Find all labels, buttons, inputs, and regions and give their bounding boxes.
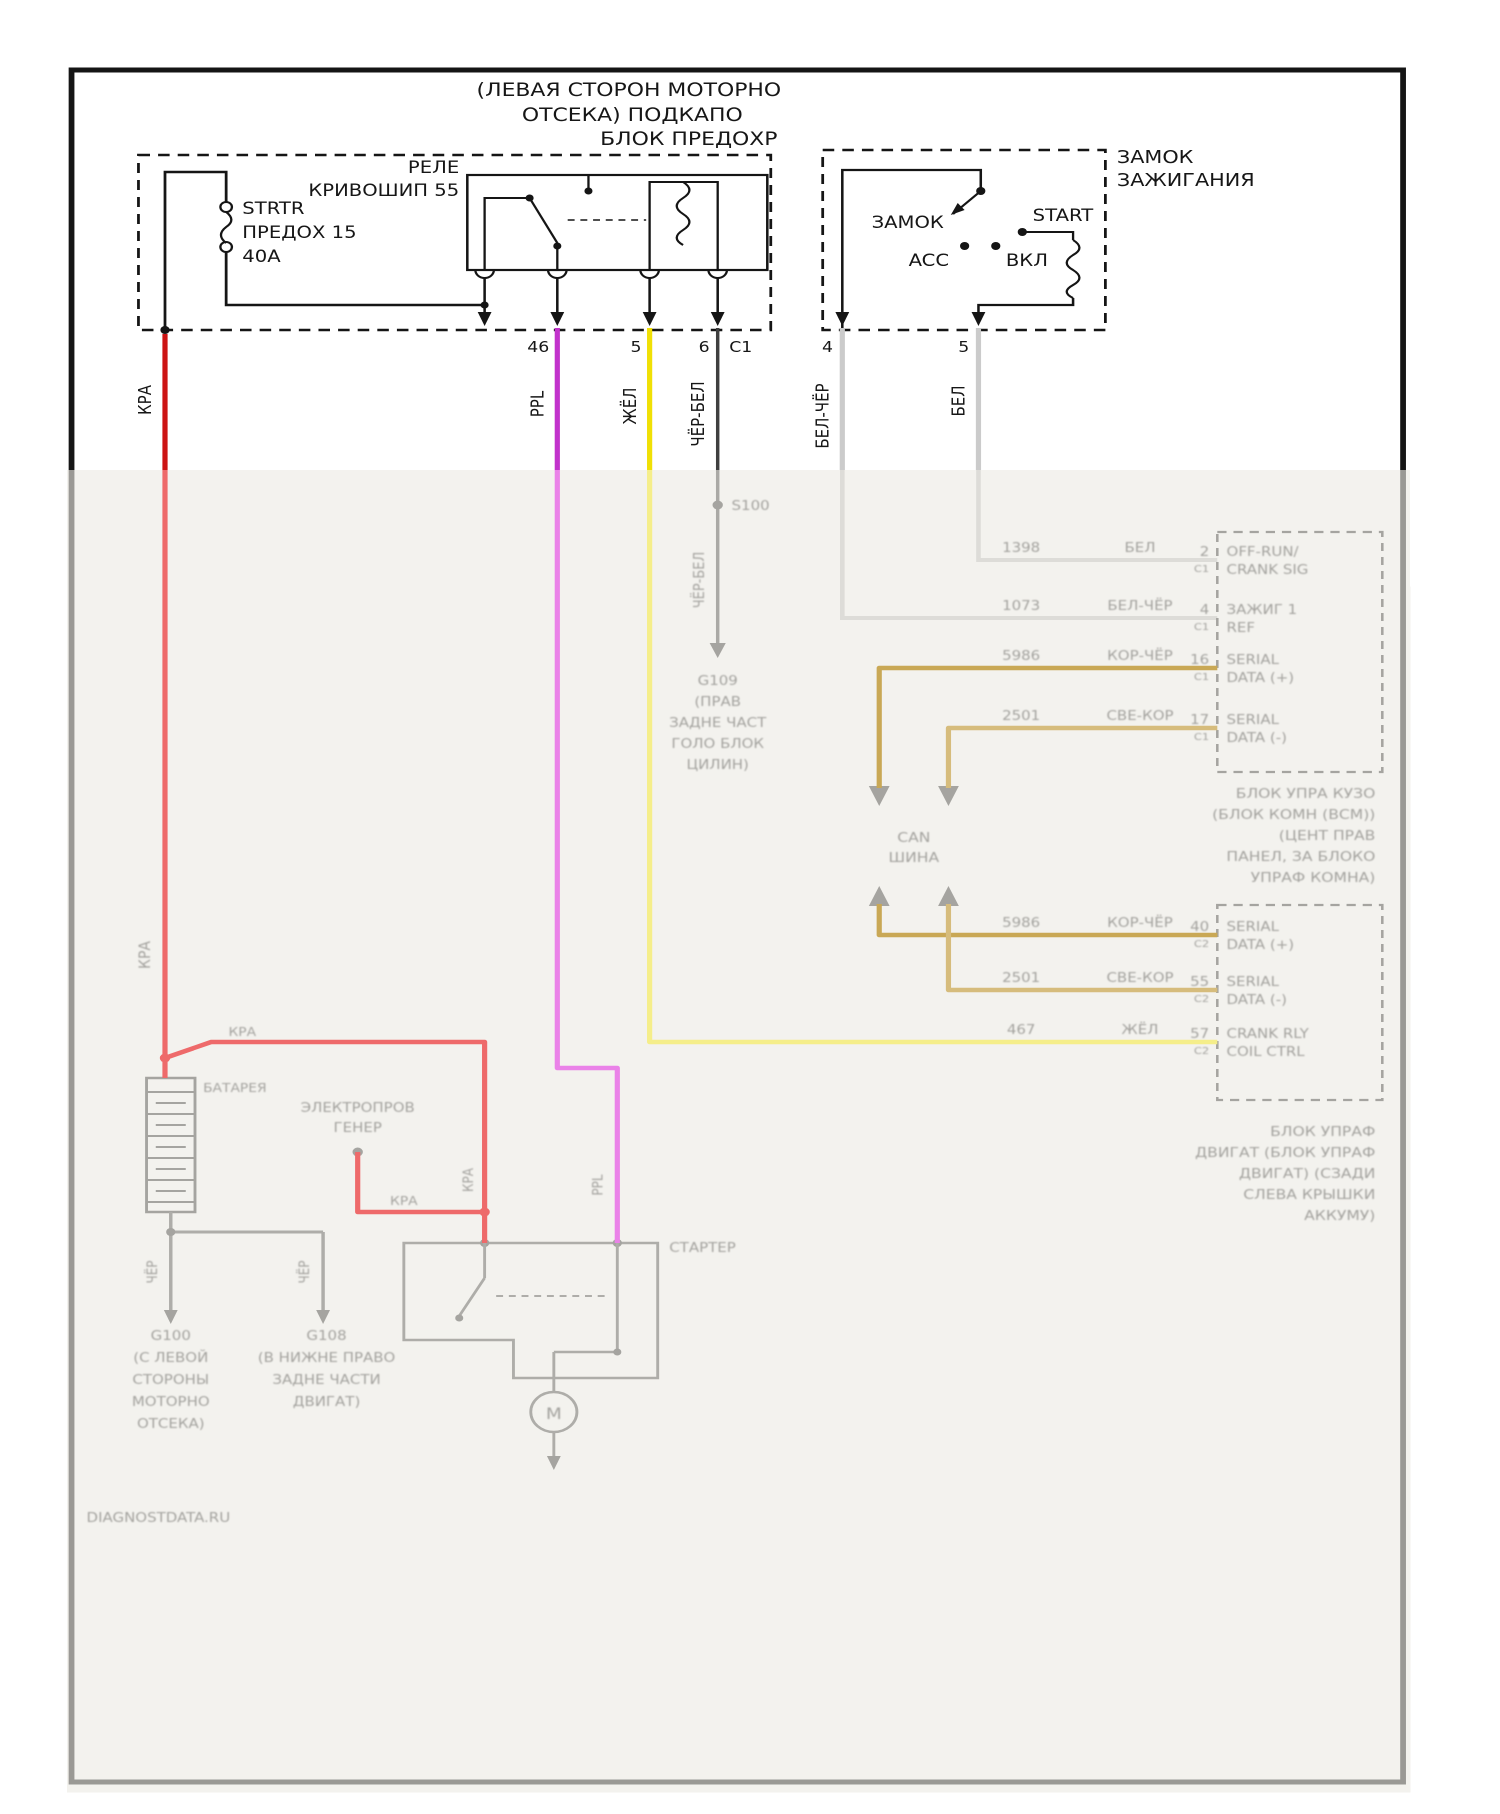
ignition-acc-dot [960, 242, 970, 250]
pin-arrow [835, 312, 850, 326]
ignition-start-branch [1022, 231, 1075, 240]
relay-coil [675, 181, 691, 246]
wire-label-chyor-bel: ЧЁР-БЕЛ [688, 381, 708, 446]
wire-label-kra: КРА [135, 385, 155, 415]
wire-serial-data-plus-bcm [876, 665, 1218, 788]
relay-contact-dot-2 [584, 187, 593, 195]
pin-46-label: 46 [527, 338, 549, 356]
wire-ppl-lower [554, 470, 620, 1243]
relay-pin-stubs [483, 278, 719, 314]
header-line3: БЛОК ПРЕДОХР [600, 127, 777, 149]
ignition-resistor [1065, 239, 1081, 299]
fuse-label-2: ПРЕДОХ 15 [242, 223, 356, 242]
ignition-on-dot [991, 242, 1001, 250]
wire-serial-data-plus-ecm [876, 904, 1218, 938]
relay-switch-arm [528, 197, 559, 244]
relay-feed-stub [483, 197, 527, 270]
wire-zhyol-lower [647, 470, 1218, 1045]
pin-arrow [550, 312, 565, 326]
ignition-output-wire [977, 298, 1075, 314]
pin-arrow [710, 312, 725, 326]
ignition-title-1: ЗАМОК [1117, 146, 1194, 167]
pin-4-label: 4 [822, 338, 833, 356]
fuse-terminal-bottom [219, 241, 234, 253]
ignition-pos-start: START [1033, 206, 1094, 225]
relay-pin-bumps [474, 269, 729, 279]
kra-junction-dot [159, 1053, 171, 1063]
wire-serial-data-minus-bcm [945, 725, 1218, 788]
relay-label-2: КРИВОШИП 55 [308, 181, 459, 200]
kra-generator-junction-dot [479, 1207, 490, 1217]
ignition-arm-arrow [950, 203, 965, 215]
ignition-switch-box [821, 148, 1107, 332]
wire-kra-generator-branch [355, 1152, 485, 1215]
pin-arrow [971, 312, 986, 326]
pin-arrow [642, 312, 657, 326]
faded-region-overlay [66, 470, 1410, 1792]
pin-5-label: 5 [631, 338, 642, 356]
pin-5b-label: 5 [958, 338, 969, 356]
wire-label-zhyol: ЖЁЛ [620, 388, 640, 425]
header-line1: (ЛЕВАЯ СТОРОН МОТОРНО [477, 78, 782, 100]
fuse-label-3: 40A [242, 247, 281, 266]
crank-relay-box [466, 173, 769, 272]
fuse-element [219, 211, 233, 244]
relay-label-1: РЕЛЕ [408, 158, 459, 177]
ignition-feed-wire [841, 168, 983, 330]
wire-label-ppl: PPL [527, 391, 547, 417]
wire-label-bel-chyor: БЕЛ-ЧЁР [812, 383, 832, 448]
wire-serial-data-minus-ecm [945, 904, 1218, 993]
ignition-pos-on: ВКЛ [1006, 251, 1048, 270]
fuse-label-1: STRTR [242, 199, 304, 218]
conn-c1-label: C1 [729, 338, 752, 356]
wire-kra-starter-branch [164, 1039, 488, 1243]
fuse-feed-wire [163, 170, 228, 330]
fuse-terminal-top [219, 201, 234, 213]
lower-colored-wires [159, 470, 1218, 1243]
pin-6-label: 6 [699, 338, 710, 356]
pin-arrow [477, 312, 492, 326]
ignition-pos-acc: ACC [909, 251, 949, 270]
fuse-output-wire [224, 252, 485, 307]
relay-contact-dot-1 [525, 194, 534, 202]
feed-passthrough-dot [160, 326, 170, 334]
ignition-pos-lock: ЗАМОК [872, 213, 944, 232]
header-line2: ОТСЕКА) ПОДКАПО [522, 103, 743, 125]
relay-coil-rails [648, 181, 719, 270]
crisp-top-section: (ЛЕВАЯ СТОРОН МОТОРНО ОТСЕКА) ПОДКАПО БЛ… [135, 78, 1255, 470]
wire-label-bel: БЕЛ [949, 385, 969, 416]
ignition-title-2: ЗАЖИГАНИЯ [1117, 169, 1255, 190]
underhood-fuse-box [137, 153, 773, 332]
